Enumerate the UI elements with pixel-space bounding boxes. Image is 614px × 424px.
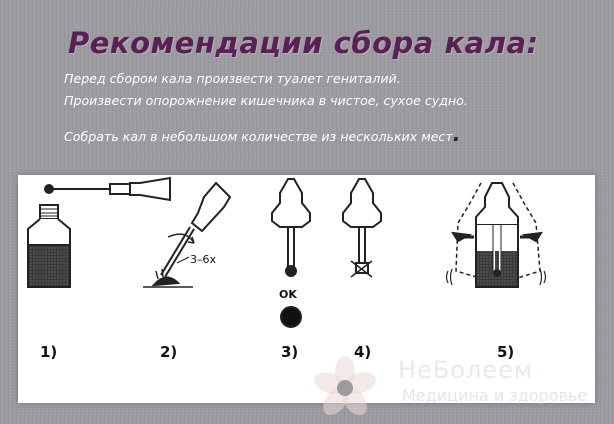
step2-rotation-label: 3–6x <box>190 253 216 266</box>
instruction-line-bowel-movement: Произвести опорожнение кишечника в чисто… <box>64 93 468 108</box>
step2-number: 2) <box>160 343 177 361</box>
step1-bottle <box>27 204 71 288</box>
step2-illustration <box>143 181 232 288</box>
step3-illustration <box>271 178 311 328</box>
steps-illustration: 1) 3–6x 2) <box>27 176 547 361</box>
step1-number: 1) <box>40 343 57 361</box>
step5-illustration <box>445 182 547 288</box>
instruction-line-collect-text: Собрать кал в небольшом количестве из не… <box>64 129 453 144</box>
instruction-line-period: . <box>452 122 461 146</box>
step3-number: 3) <box>281 343 298 361</box>
step4-number: 4) <box>354 343 371 361</box>
step3-stool-sample <box>280 306 302 328</box>
step4-illustration <box>342 178 382 278</box>
step1-cap-with-spoon <box>44 176 171 202</box>
step5-number: 5) <box>497 343 514 361</box>
instruction-line-genital-hygiene: Перед сбором кала произвести туалет гени… <box>64 71 401 86</box>
step3-ok-label: OK <box>279 288 297 301</box>
slide-title: Рекомендации сбора кала: <box>68 26 539 60</box>
step1-illustration <box>27 176 171 288</box>
instruction-line-collect-sample: Собрать кал в небольшом количестве из не… <box>64 124 604 144</box>
collection-steps-diagram: 1) 3–6x 2) <box>18 175 595 403</box>
